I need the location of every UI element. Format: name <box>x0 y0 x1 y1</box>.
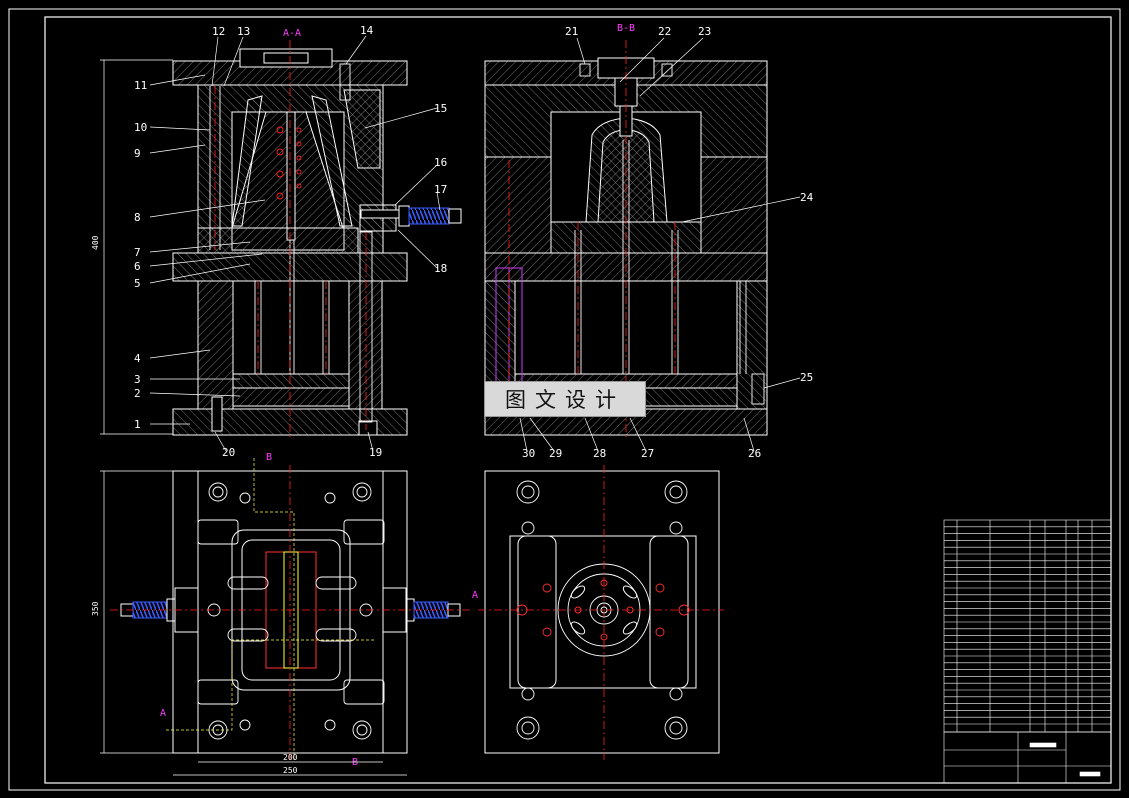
bb-label-21: 21 <box>565 25 578 38</box>
bb-label-29: 29 <box>549 447 562 460</box>
section-bb-title: B-B <box>617 23 635 34</box>
dim-height-aa: 400 <box>91 235 100 250</box>
aa-label-1: 1 <box>134 418 141 431</box>
aa-label-12: 12 <box>212 25 225 38</box>
dim-outer-width: 250 <box>283 766 298 775</box>
aa-label-5: 5 <box>134 277 141 290</box>
aa-label-18: 18 <box>434 262 447 275</box>
aa-label-20: 20 <box>222 446 235 459</box>
plan-cut-a-right: A <box>472 590 478 601</box>
aa-label-3: 3 <box>134 373 141 386</box>
bb-label-23: 23 <box>698 25 711 38</box>
bb-label-27: 27 <box>641 447 654 460</box>
bb-label-26: 26 <box>748 447 761 460</box>
parts-list-table <box>943 519 1112 784</box>
plan-view-fixed <box>478 465 724 760</box>
aa-label-14: 14 <box>360 24 374 37</box>
dim-height-plan: 350 <box>91 601 100 616</box>
aa-label-9: 9 <box>134 147 141 160</box>
aa-label-4: 4 <box>134 352 141 365</box>
section-aa-title: A-A <box>283 28 301 39</box>
plan-cut-b-top: B <box>266 452 272 463</box>
bb-label-22: 22 <box>658 25 671 38</box>
aa-label-6: 6 <box>134 260 141 273</box>
aa-label-10: 10 <box>134 121 147 134</box>
plan-view-moving: B B A A 350 200 250 <box>91 452 478 776</box>
section-bb-view: B-B <box>484 23 814 460</box>
aa-label-8: 8 <box>134 211 141 224</box>
aa-label-17: 17 <box>434 183 447 196</box>
bb-label-30: 30 <box>522 447 535 460</box>
outer-border <box>8 8 1121 791</box>
aa-label-13: 13 <box>237 25 250 38</box>
aa-label-15: 15 <box>434 102 447 115</box>
plan-cut-b-bottom: B <box>352 757 358 768</box>
plan-cut-a-left: A <box>160 708 166 719</box>
bb-label-25: 25 <box>800 371 813 384</box>
section-aa-view: A-A <box>91 24 462 459</box>
aa-label-7: 7 <box>134 246 141 259</box>
watermark-label: 图文设计 <box>484 381 646 417</box>
bb-label-24: 24 <box>800 191 814 204</box>
dim-inner-width: 200 <box>283 753 298 762</box>
aa-label-2: 2 <box>134 387 141 400</box>
aa-label-19: 19 <box>369 446 382 459</box>
aa-label-11: 11 <box>134 79 147 92</box>
aa-label-16: 16 <box>434 156 447 169</box>
inner-border <box>44 16 1112 784</box>
bb-label-28: 28 <box>593 447 606 460</box>
